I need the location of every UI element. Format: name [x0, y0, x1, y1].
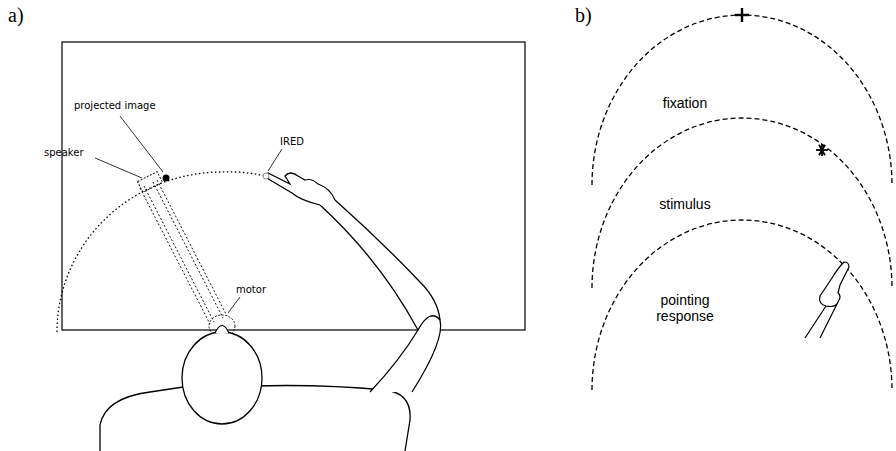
leader-lines [95, 116, 282, 313]
response-arcs [592, 15, 892, 390]
upper-arm [370, 316, 441, 392]
step-label: stimulus [640, 196, 730, 212]
speaker-symbol [137, 172, 162, 193]
part-label: projected image [74, 100, 156, 112]
speaker-rod [140, 180, 227, 324]
pointing-hand-b [805, 262, 849, 338]
subject-nose [215, 326, 229, 334]
forearm [320, 200, 440, 330]
fixation-cross [735, 8, 749, 22]
step-label: pointing response [635, 292, 735, 324]
pointing-hand [266, 173, 335, 205]
projected-dot [163, 175, 170, 182]
subject-head [182, 332, 262, 424]
step-label: fixation [640, 95, 730, 111]
ired-marker [263, 173, 269, 179]
part-label: speaker [44, 147, 84, 159]
part-label: IRED [280, 136, 304, 148]
panel-label: b) [575, 4, 592, 27]
part-label: motor [236, 284, 266, 296]
dotted-arc [57, 172, 266, 332]
screen-rectangle [62, 42, 525, 330]
stimulus-asterisk [816, 144, 828, 156]
panel-label: a) [8, 4, 24, 27]
